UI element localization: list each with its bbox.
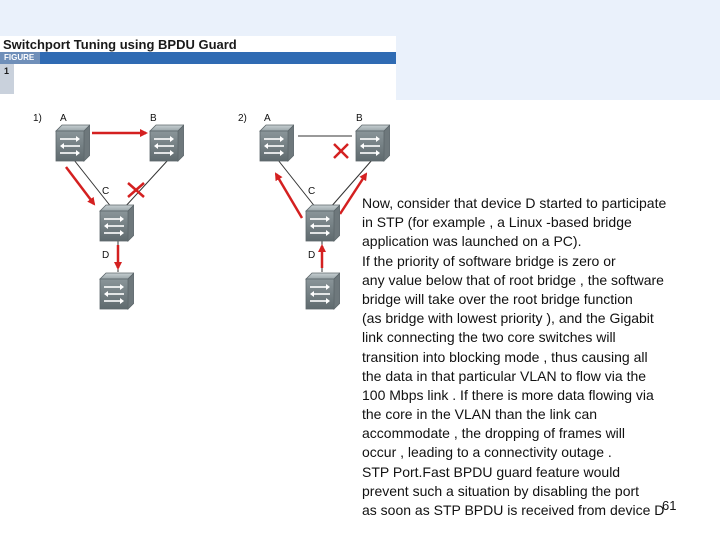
switch-a-icon-1 <box>55 124 90 162</box>
switch-b-label-2: B <box>356 113 363 124</box>
switch-a-label-2: A <box>264 113 271 124</box>
switch-b-label-1: B <box>150 113 157 124</box>
figure-number-box <box>0 64 14 94</box>
body-line: (as bridge with lowest priority ), and t… <box>362 310 654 327</box>
body-line: in STP (for example , a Linux -based bri… <box>362 214 632 231</box>
bpdu-arrows-2 <box>274 172 368 268</box>
scenario-2-label: 2) <box>238 113 247 124</box>
x-mark-icon <box>333 143 349 159</box>
body-paragraph: Now, consider that device D started to p… <box>362 194 720 520</box>
figure-bar <box>0 52 396 64</box>
body-line: STP Port.Fast BPDU guard feature would <box>362 463 621 480</box>
bpdu-arrows-1 <box>65 129 148 270</box>
page-number: 61 <box>662 498 677 513</box>
figure-number: 1 <box>4 66 10 76</box>
body-line: If the priority of software bridge is ze… <box>362 252 616 269</box>
body-line: as soon as STP BPDU is received from dev… <box>362 502 665 518</box>
body-line: accommodate , the dropping of frames wil… <box>362 425 626 442</box>
figure-header-panel <box>0 36 396 100</box>
figure-title: Switchport Tuning using BPDU Guard <box>3 37 237 52</box>
switch-c-icon-2 <box>305 204 340 242</box>
figure-tab[interactable]: FIGURE <box>0 52 41 64</box>
switch-a-label-1: A <box>60 113 67 124</box>
body-line: the data in that particular VLAN to flow… <box>362 367 647 384</box>
switch-d-label-2: D <box>308 250 315 261</box>
body-line: the core in the VLAN than the link can <box>362 406 598 423</box>
x-mark-icon <box>127 182 145 198</box>
switch-b-icon-2 <box>355 124 390 162</box>
switch-b-icon-1 <box>149 124 184 162</box>
body-line: prevent such a situation by disabling th… <box>362 482 640 499</box>
switch-d-icon-2 <box>305 272 340 310</box>
body-line: link connecting the two core switches wi… <box>362 329 616 346</box>
switch-c-label-2: C <box>308 186 315 197</box>
switch-a-icon-2 <box>259 124 294 162</box>
body-line: Now, consider that device D started to p… <box>362 195 667 211</box>
switch-d-label-1: D <box>102 250 109 261</box>
body-line: transition into blocking mode , thus cau… <box>362 348 648 365</box>
body-line: bridge will take over the root bridge fu… <box>362 290 633 307</box>
stp-topology-diagram: 1) A B C D 2) A B C D <box>33 113 390 310</box>
body-line: 100 Mbps link . If there is more data fl… <box>362 386 654 403</box>
body-line: any value below that of root bridge , th… <box>362 271 664 288</box>
switch-d-icon-1 <box>99 272 134 310</box>
switch-c-label-1: C <box>102 186 109 197</box>
body-line: occur , leading to a connectivity outage… <box>362 444 612 461</box>
scenario-1-label: 1) <box>33 113 42 124</box>
switch-c-icon-1 <box>99 204 134 242</box>
body-line: application was launched on a PC). <box>362 233 582 250</box>
